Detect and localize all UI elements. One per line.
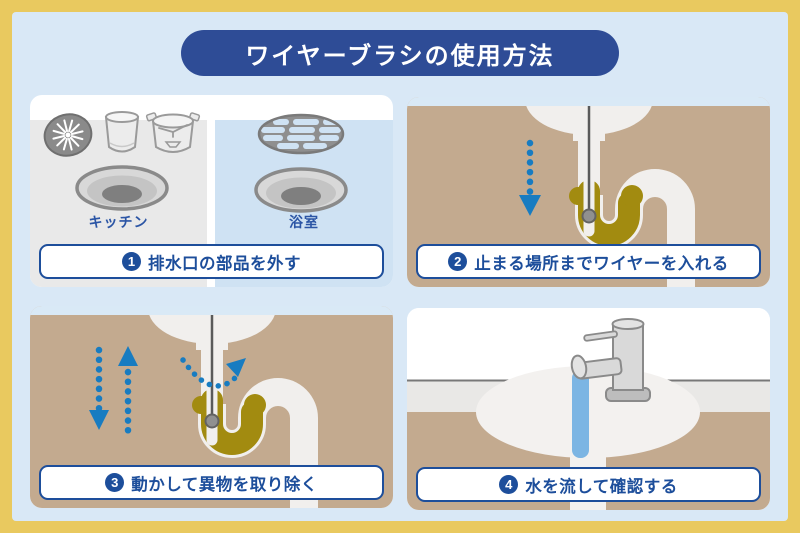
- trap-cup-icon: [145, 112, 201, 153]
- step-2-caption-text: 止まる場所までワイヤーを入れる: [474, 254, 729, 273]
- swing-arrow-icon: [180, 357, 246, 389]
- page-title-text: ワイヤーブラシの使用方法: [245, 42, 555, 70]
- step-1-number-badge: 1: [122, 252, 141, 271]
- wire-brush-icon: [204, 306, 220, 429]
- step-3-caption-text: 動かして異物を取り除く: [131, 475, 318, 494]
- step-1-caption: 1 排水口の部品を外す: [39, 244, 384, 279]
- bath-grate-icon: [257, 113, 345, 155]
- step-2-caption: 2 止まる場所までワイヤーを入れる: [416, 244, 761, 279]
- water-stream-icon: [572, 370, 589, 458]
- wire-brush-icon: [581, 97, 597, 224]
- step-3-panel: 3 動かして異物を取り除く: [30, 306, 393, 508]
- drain-parts-illustration: [30, 111, 393, 287]
- infographic-board: ワイヤーブラシの使用方法: [12, 12, 788, 521]
- step-1-caption-text: 排水口の部品を外す: [148, 254, 301, 273]
- bathroom-label: 浴室: [289, 214, 319, 230]
- step-4-number-badge: 4: [499, 475, 519, 494]
- step-2-number-badge: 2: [448, 252, 468, 271]
- step-3-caption: 3 動かして異物を取り除く: [39, 465, 384, 500]
- down-arrow-icon: [519, 139, 541, 216]
- step-3-number-badge: 3: [105, 473, 125, 492]
- down-arrow-icon: [89, 346, 109, 430]
- step-4-caption-text: 水を流して確認する: [525, 477, 678, 496]
- step-4-panel: 4 水を流して確認する: [407, 308, 770, 510]
- faucet-icon: [570, 318, 651, 402]
- kitchen-label: キッチン: [88, 214, 149, 230]
- step-4-caption: 4 水を流して確認する: [416, 467, 761, 502]
- drain-hole-icon: [75, 165, 169, 211]
- step-1-panel: キッチン 浴室 1 排水口の部品を外す: [30, 95, 393, 287]
- up-arrow-icon: [118, 346, 138, 436]
- step-2-panel: 2 止まる場所までワイヤーを入れる: [407, 97, 770, 287]
- strainer-lid-icon: [43, 113, 93, 157]
- basket-icon: [104, 111, 140, 153]
- page-title: ワイヤーブラシの使用方法: [181, 30, 619, 76]
- drain-hole-icon: [254, 167, 348, 213]
